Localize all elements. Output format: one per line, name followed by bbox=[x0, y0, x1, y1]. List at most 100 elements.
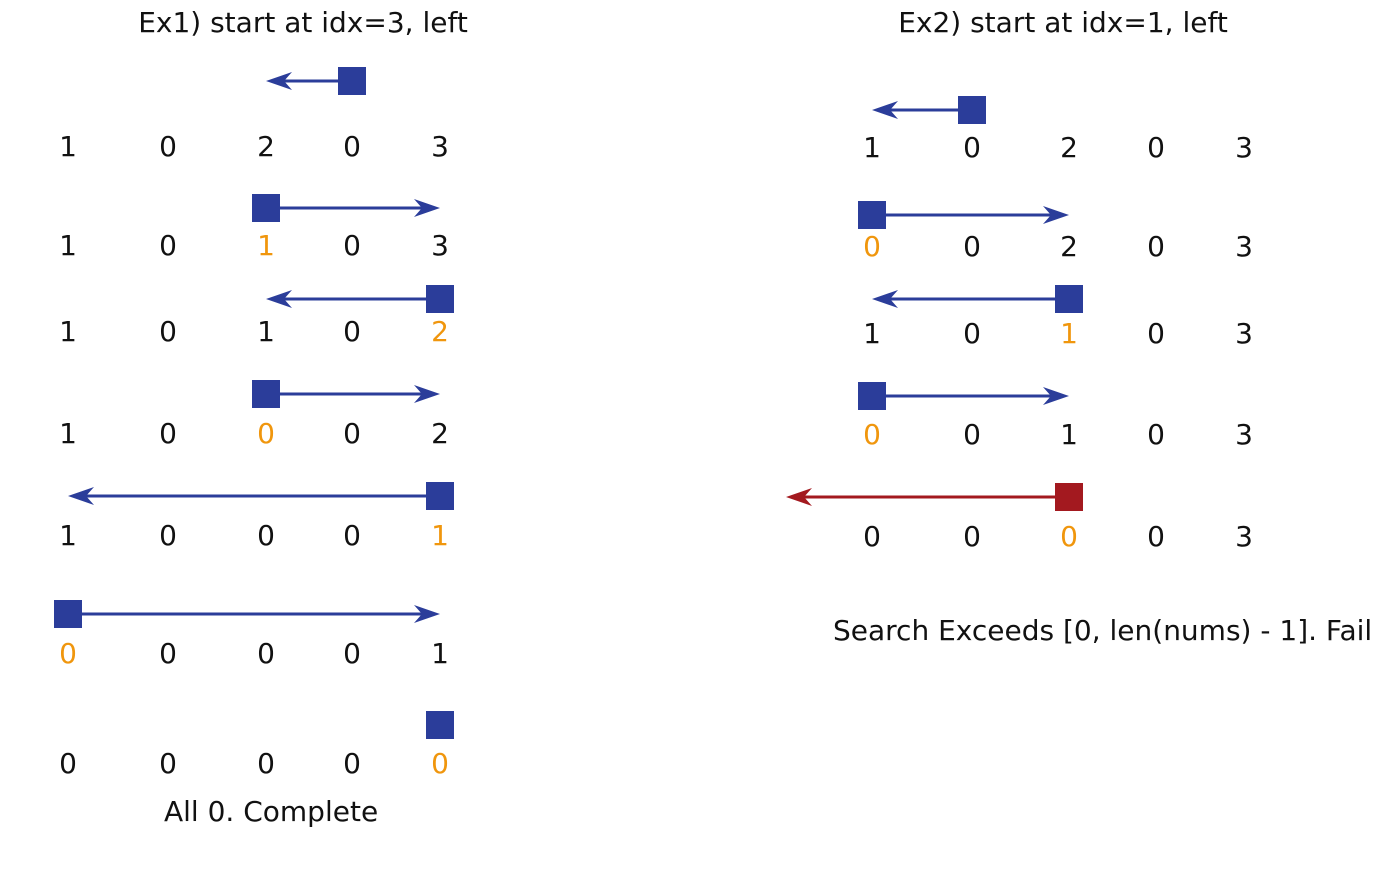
ex2-step-5-move-arrow-head bbox=[786, 488, 812, 506]
ex2-step-4-pointer-square bbox=[858, 382, 886, 410]
ex1-step-4-value-3: 0 bbox=[343, 417, 361, 450]
ex1-step-3-move-arrow bbox=[266, 290, 426, 308]
ex2-step-5-value-0: 0 bbox=[863, 520, 881, 553]
ex2-step-4-value-2: 1 bbox=[1060, 418, 1078, 451]
ex2-step-1-move-arrow-head bbox=[872, 101, 898, 119]
ex2-step-4-value-4: 3 bbox=[1235, 418, 1253, 451]
ex1-title: Ex1) start at idx=3, left bbox=[138, 6, 468, 39]
ex1-step-3-value-1: 0 bbox=[159, 315, 177, 348]
ex1-step-1-value-0: 1 bbox=[59, 130, 77, 163]
ex1-step-4-value-0: 1 bbox=[59, 417, 77, 450]
ex1-step-6-move-arrow bbox=[82, 605, 440, 623]
ex1-step-3-value-0: 1 bbox=[59, 315, 77, 348]
ex1-step-4-move-arrow bbox=[280, 385, 440, 403]
ex1-step-5-pointer-square bbox=[426, 482, 454, 510]
ex2-title: Ex2) start at idx=1, left bbox=[898, 6, 1228, 39]
ex1-step-1-move-arrow bbox=[266, 72, 338, 90]
ex2-step-1-value-1: 0 bbox=[963, 131, 981, 164]
ex1-step-2-value-3: 0 bbox=[343, 229, 361, 262]
ex2-step-5-value-3: 0 bbox=[1147, 520, 1165, 553]
ex1-step-3-move-arrow-head bbox=[266, 290, 292, 308]
ex2-result-note: Search Exceeds [0, len(nums) - 1]. Fail bbox=[833, 614, 1373, 647]
ex2-step-1-move-arrow bbox=[872, 101, 958, 119]
ex2-step-5-value-2: 0 bbox=[1060, 520, 1078, 553]
ex1-step-3-value-3: 0 bbox=[343, 315, 361, 348]
ex2-step-2-move-arrow-head bbox=[1043, 206, 1069, 224]
ex2-step-3-move-arrow bbox=[872, 290, 1055, 308]
ex2-step-4: 0 0 1 0 3 bbox=[858, 382, 1253, 451]
ex2-step-2-value-3: 0 bbox=[1147, 230, 1165, 263]
ex2-step-3-value-2: 1 bbox=[1060, 317, 1078, 350]
ex1-step-2-value-0: 1 bbox=[59, 229, 77, 262]
ex1-step-6-value-1: 0 bbox=[159, 637, 177, 670]
ex1-step-1-value-4: 3 bbox=[431, 130, 449, 163]
ex1-step-3: 1 0 1 0 2 bbox=[59, 285, 454, 348]
ex1-step-5: 1 0 0 0 1 bbox=[59, 482, 454, 552]
ex1-step-4-value-2: 0 bbox=[257, 417, 275, 450]
ex2-step-1-value-2: 2 bbox=[1060, 131, 1078, 164]
ex2-step-5-move-arrow bbox=[786, 488, 1055, 506]
ex2-step-4-value-3: 0 bbox=[1147, 418, 1165, 451]
ex2-step-1-value-4: 3 bbox=[1235, 131, 1253, 164]
ex1-step-7-value-3: 0 bbox=[343, 747, 361, 780]
ex1-step-4-value-4: 2 bbox=[431, 417, 449, 450]
ex1-step-5-move-arrow bbox=[68, 487, 426, 505]
ex1-step-4-pointer-square bbox=[252, 380, 280, 408]
ex2-step-4-value-0: 0 bbox=[863, 418, 881, 451]
ex2-step-3-move-arrow-head bbox=[872, 290, 898, 308]
ex2-step-5-pointer-square bbox=[1055, 483, 1083, 511]
ex2-step-2-value-4: 3 bbox=[1235, 230, 1253, 263]
ex1-step-4-move-arrow-head bbox=[414, 385, 440, 403]
ex1-step-1-value-1: 0 bbox=[159, 130, 177, 163]
ex2-step-3: 1 0 1 0 3 bbox=[863, 285, 1253, 350]
ex1-step-3-value-4: 2 bbox=[431, 315, 449, 348]
ex1-step-7-value-2: 0 bbox=[257, 747, 275, 780]
ex1-result-note: All 0. Complete bbox=[164, 795, 379, 828]
ex1-step-1: 1 0 2 0 3 bbox=[59, 67, 449, 163]
ex1-step-7-pointer-square bbox=[426, 711, 454, 739]
ex2-step-3-value-1: 0 bbox=[963, 317, 981, 350]
ex1-step-5-move-arrow-head bbox=[68, 487, 94, 505]
ex1-step-1-move-arrow-head bbox=[266, 72, 292, 90]
ex2-step-3-value-4: 3 bbox=[1235, 317, 1253, 350]
ex1-step-6-value-2: 0 bbox=[257, 637, 275, 670]
ex1-step-1-value-3: 0 bbox=[343, 130, 361, 163]
ex1-step-5-value-0: 1 bbox=[59, 519, 77, 552]
ex2-step-3-value-0: 1 bbox=[863, 317, 881, 350]
ex1-step-2-value-1: 0 bbox=[159, 229, 177, 262]
ex2-step-2-move-arrow bbox=[886, 206, 1069, 224]
ex2-step-4-move-arrow bbox=[886, 387, 1069, 405]
ex2-step-4-value-1: 0 bbox=[963, 418, 981, 451]
ex2-step-4-move-arrow-head bbox=[1043, 387, 1069, 405]
ex1-step-6-value-0: 0 bbox=[59, 637, 77, 670]
ex1-step-1-value-2: 2 bbox=[257, 130, 275, 163]
ex2-step-3-value-3: 0 bbox=[1147, 317, 1165, 350]
ex1-step-7-value-4: 0 bbox=[431, 747, 449, 780]
ex2-step-5-value-4: 3 bbox=[1235, 520, 1253, 553]
ex1-step-6-value-3: 0 bbox=[343, 637, 361, 670]
ex1-step-3-value-2: 1 bbox=[257, 315, 275, 348]
ex1-step-1-pointer-square bbox=[338, 67, 366, 95]
ex2-step-1-value-0: 1 bbox=[863, 131, 881, 164]
ex2-step-2-pointer-square bbox=[858, 201, 886, 229]
ex1-step-5-value-2: 0 bbox=[257, 519, 275, 552]
ex2-step-1-pointer-square bbox=[958, 96, 986, 124]
ex1-step-3-pointer-square bbox=[426, 285, 454, 313]
ex1-step-7-value-1: 0 bbox=[159, 747, 177, 780]
ex1-step-7: 0 0 0 0 0 bbox=[59, 711, 454, 780]
ex1-step-5-value-1: 0 bbox=[159, 519, 177, 552]
ex1-step-5-value-4: 1 bbox=[431, 519, 449, 552]
ex1-step-5-value-3: 0 bbox=[343, 519, 361, 552]
ex1-step-2-move-arrow-head bbox=[414, 199, 440, 217]
ex2-step-2-value-2: 2 bbox=[1060, 230, 1078, 263]
ex1-step-7-value-0: 0 bbox=[59, 747, 77, 780]
ex2-step-2-value-1: 0 bbox=[963, 230, 981, 263]
ex1-step-2-value-2: 1 bbox=[257, 229, 275, 262]
